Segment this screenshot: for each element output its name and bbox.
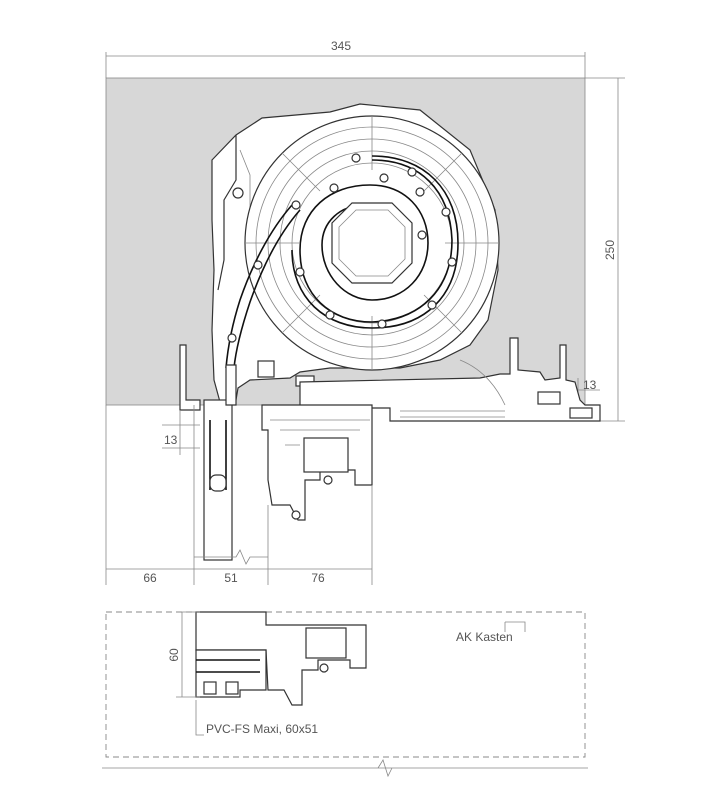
dimension-total-width: 345 [105,39,586,78]
dim-label-height: 250 [603,240,617,260]
dim-label-total-width: 345 [331,39,351,53]
dim-label-left-step: 13 [164,433,178,447]
octagonal-shaft [331,202,413,284]
ak-box-detail [102,611,588,778]
dimension-bottom: 66 51 76 [106,568,372,585]
left-guide [179,344,237,411]
dimension-frame-height: 60 [167,611,200,698]
label-ak-kasten: AK Kasten [456,630,513,644]
dim-label-frame-height: 60 [167,648,181,662]
shutter-curtain [203,399,233,561]
dim-label-bottom-mid: 51 [224,571,238,585]
box-right-lip [299,337,601,422]
dim-label-bottom-left: 66 [143,571,157,585]
dim-label-right-step: 13 [583,378,597,392]
rolled-shutter [225,153,459,369]
dim-label-bottom-right: 76 [311,571,325,585]
lower-frame-profile [195,611,367,706]
opening-lines [105,405,373,585]
window-frame-top [261,404,373,521]
leader-line [195,700,204,736]
label-profile: PVC-FS Maxi, 60x51 [206,722,318,736]
dimension-height: 250 [585,77,625,422]
